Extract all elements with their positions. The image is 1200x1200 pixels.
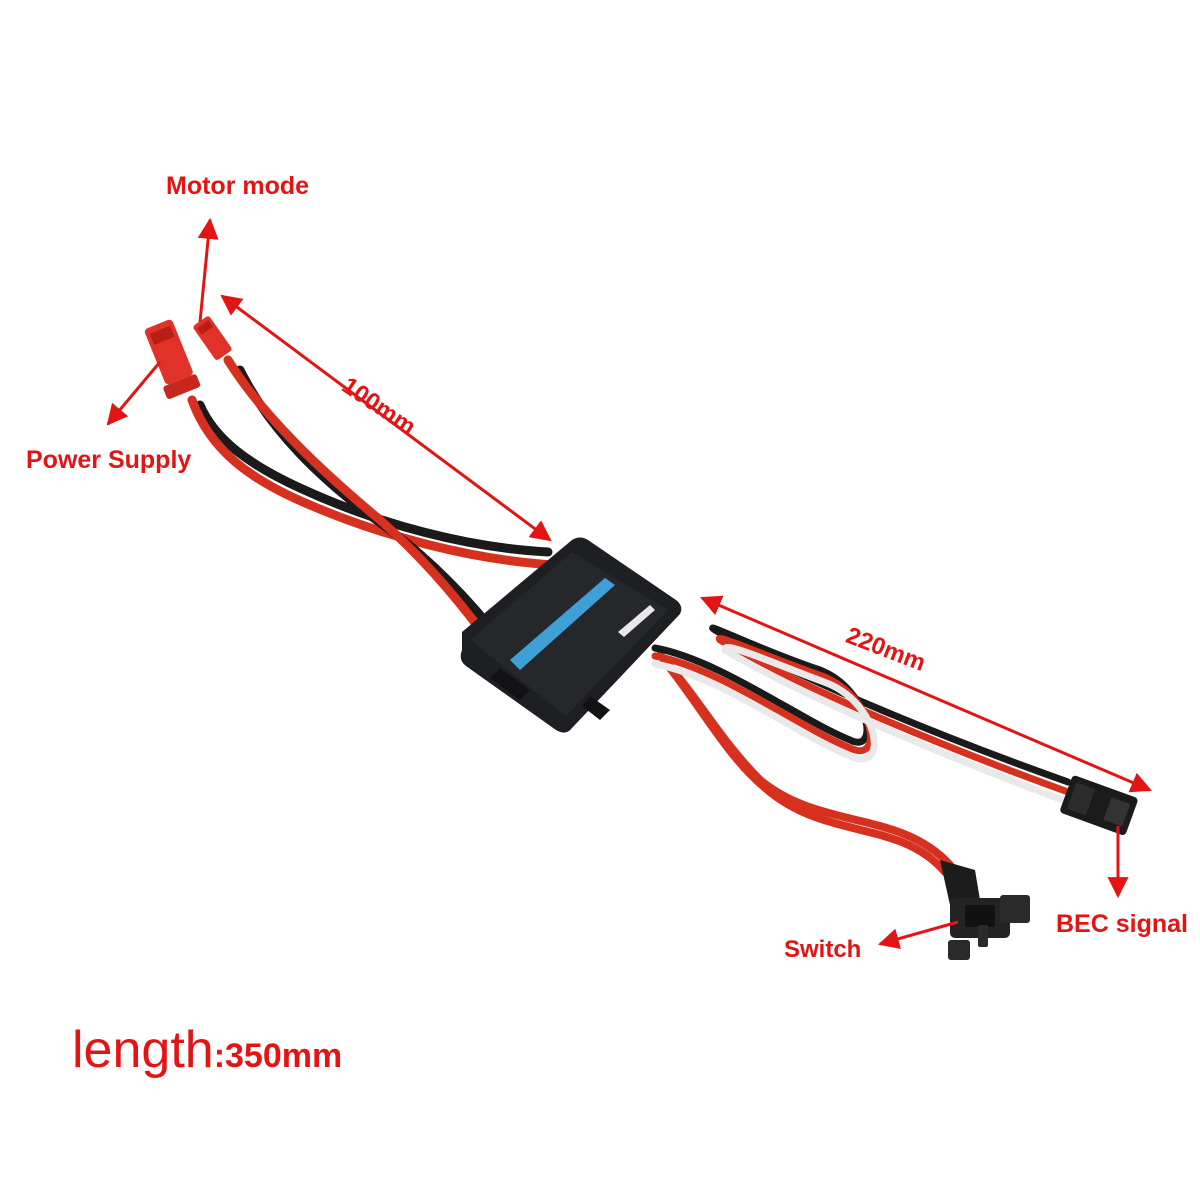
motor-mode-label: Motor mode [166, 172, 310, 200]
bec-signal-label: BEC signal [1056, 910, 1188, 938]
switch-arrow [877, 920, 959, 949]
switch-red-wire-b [666, 664, 949, 876]
dimension-arrow-100 [220, 294, 552, 542]
length-word: length [72, 1021, 214, 1079]
total-length-caption: length:350mm [72, 1020, 342, 1080]
right-wire-bundle [651, 624, 1072, 876]
switch-label: Switch [784, 936, 862, 963]
power-supply-connector [144, 319, 201, 399]
motor-mode-connector [193, 316, 232, 360]
length-value: :350mm [213, 1037, 343, 1075]
power-red-wire [187, 395, 560, 570]
esc-blue-stripe [510, 578, 615, 670]
bec-signal-connector [1060, 775, 1138, 835]
switch-component [940, 860, 1030, 960]
motor-mode-arrow [197, 217, 219, 323]
power-supply-arrow [106, 361, 162, 426]
esc-body [460, 537, 682, 733]
power-supply-label: Power Supply [26, 446, 192, 474]
esc-label-strip [618, 605, 655, 637]
dimension-arrow-220 [700, 595, 1152, 793]
